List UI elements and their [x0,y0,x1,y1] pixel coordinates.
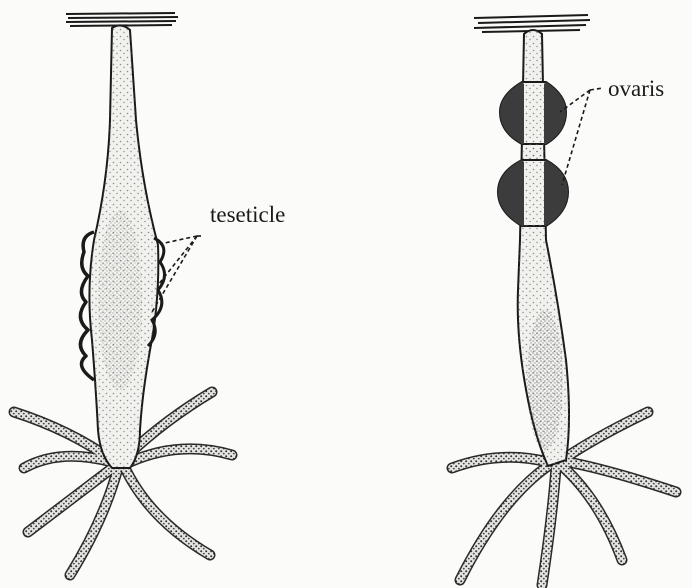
female-ovaries [498,82,568,226]
teseticle-label: teseticle [210,203,285,226]
teseticle-leader-lines [152,236,204,312]
male-hydra [14,13,232,575]
ovaris-label: ovaris [608,77,664,100]
ovaris-leader-lines [560,88,603,185]
male-substrate [66,13,178,26]
